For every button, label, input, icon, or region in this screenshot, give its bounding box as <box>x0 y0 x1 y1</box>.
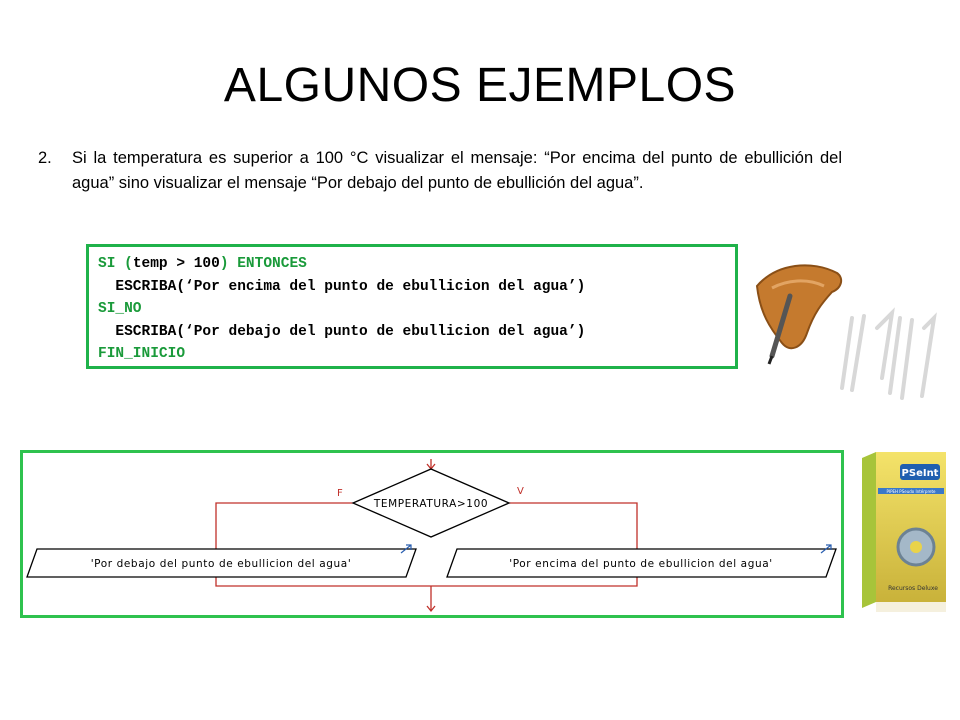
hand-shape <box>755 264 843 350</box>
pseudocode-box: SI (temp > 100) ENTONCES ESCRIBA(‘Por en… <box>86 244 738 369</box>
code-line-4: ESCRIBA(‘Por debajo del punto de ebullic… <box>98 323 586 340</box>
true-output-text: 'Por encima del punto de ebullicion del … <box>509 558 773 570</box>
true-output-shape <box>446 548 837 578</box>
keyword-si: SI ( <box>98 256 133 272</box>
condition-expression: temp > 100 <box>132 256 220 272</box>
keyword-entonces: ) ENTONCES <box>219 256 307 272</box>
code-line-2: ESCRIBA(‘Por encima del punto de ebullic… <box>98 278 586 295</box>
hand-writing-illustration <box>755 264 937 400</box>
code-line-3: SI_NO <box>98 301 142 317</box>
code-line-1: SI (temp > 100) ENTONCES <box>98 253 726 276</box>
false-output-shape <box>26 548 417 578</box>
flowchart-diagram: TEMPERATURA>100 F V 'Por debajo del punt… <box>26 459 837 613</box>
scribble-lines <box>840 307 937 400</box>
false-branch-line <box>215 502 353 549</box>
pseint-product-box: PSeInt PIPEH PSeudo Intérprete Recursos … <box>862 452 946 612</box>
output-arrow-icon <box>400 544 412 554</box>
output-arrow-icon <box>820 544 832 554</box>
true-label: V <box>517 486 524 497</box>
merge-line <box>215 577 638 587</box>
false-label: F <box>337 488 343 499</box>
item-text: Si la temperatura es superior a 100 °C v… <box>72 149 842 192</box>
decision-diamond <box>351 468 511 538</box>
flowchart-box: TEMPERATURA>100 F V 'Por debajo del punt… <box>20 450 844 618</box>
box-subtitle: PIPEH PSeudo Intérprete <box>887 489 937 494</box>
false-output-text: 'Por debajo del punto de ebullicion del … <box>91 558 352 570</box>
item-number: 2. <box>38 149 52 167</box>
box-brand: PSeInt <box>902 468 939 479</box>
condition-text: TEMPERATURA>100 <box>373 498 488 510</box>
code-line-5: FIN_INICIO <box>98 346 186 362</box>
true-branch-line <box>509 502 638 549</box>
slide-title: ALGUNOS EJEMPLOS <box>223 59 737 112</box>
pen-icon <box>769 293 793 359</box>
box-footer: Recursos Deluxe <box>888 585 938 592</box>
